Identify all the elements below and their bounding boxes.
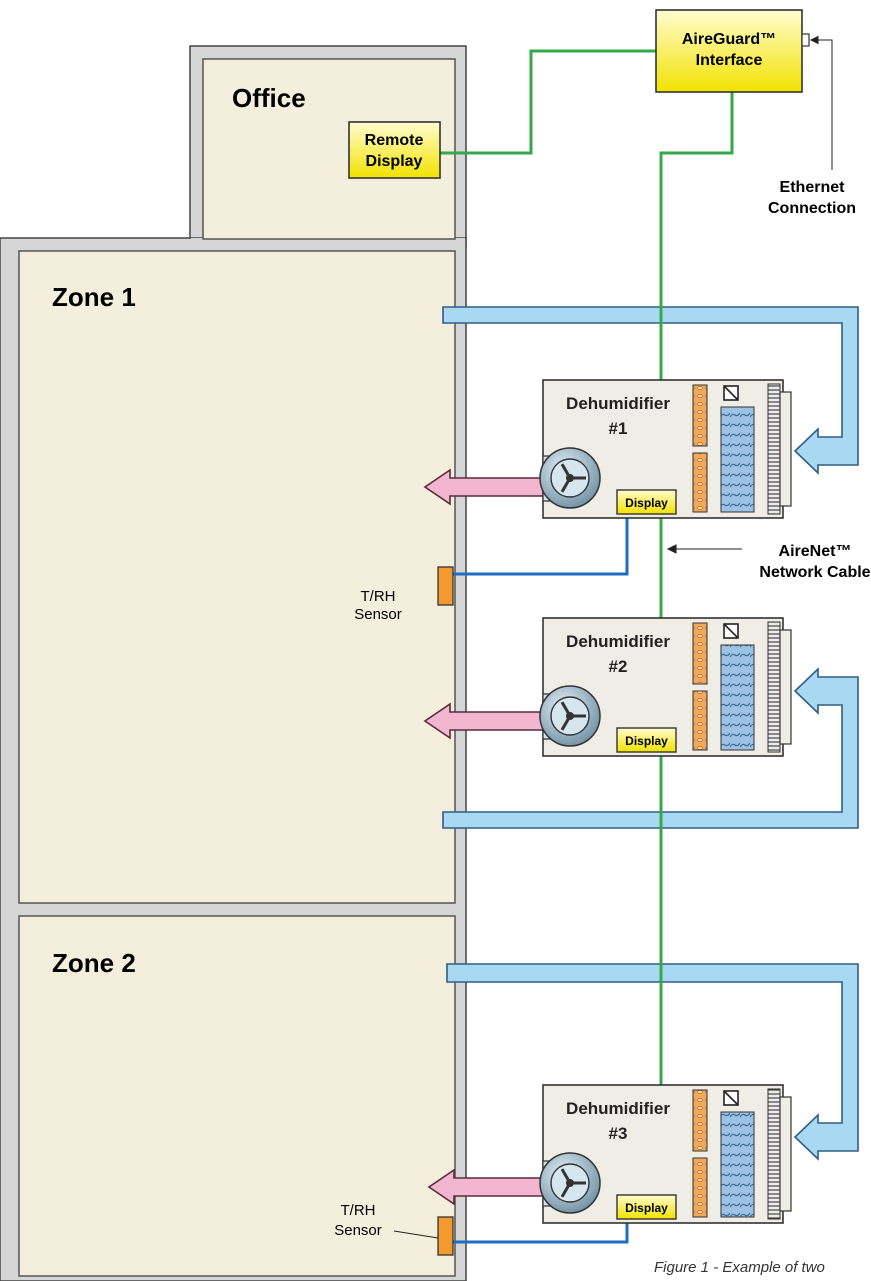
filter-icon <box>692 622 708 685</box>
return-duct-1 <box>442 306 859 475</box>
condenser-fins <box>767 1088 781 1220</box>
remote-display-line-1: Remote <box>365 132 424 149</box>
remote-display[interactable]: Remote Display <box>348 121 441 179</box>
airenet-label-line-2: Network Cable <box>759 564 870 581</box>
supply-air-arrows <box>423 468 559 1206</box>
unit-name: Dehumidifier <box>566 394 670 413</box>
sensor-1-label-line-1: T/RH <box>361 588 396 605</box>
filter-icon <box>692 384 708 447</box>
return-air-ducts <box>442 306 859 1161</box>
dehumidifier-1[interactable]: Display Dehumidifier #1 <box>539 379 792 519</box>
return-duct-2 <box>442 667 859 829</box>
ethernet-leader <box>809 35 833 170</box>
dehumidifier-units: DisplayDehumidifier#1DisplayDehumidifier… <box>539 379 792 1224</box>
filter-icon <box>692 1089 708 1152</box>
sensor-2-leader <box>393 1230 439 1239</box>
office-label: Office <box>232 83 306 113</box>
unit-number: #3 <box>609 1124 628 1143</box>
coil-icon <box>720 1111 755 1218</box>
building <box>0 45 467 1281</box>
sensor-1-label-line-2: Sensor <box>354 606 402 623</box>
supply-arrow-1 <box>423 468 559 506</box>
zone-2-room <box>18 915 456 1277</box>
sensor-2-label-line-2: Sensor <box>334 1222 382 1239</box>
filter-icon <box>692 1157 708 1218</box>
coil-icon <box>720 644 755 751</box>
ethernet-label-line-1: Ethernet <box>780 179 846 196</box>
return-collar <box>779 629 792 745</box>
airenet-label-line-1: AireNet™ <box>779 543 852 560</box>
airenet-leader <box>666 544 742 554</box>
filter-icon <box>692 690 708 751</box>
trh-sensor-zone-1 <box>437 566 454 606</box>
unit-display-label: Display <box>625 734 668 748</box>
unit-number: #2 <box>609 657 628 676</box>
unit-display[interactable] <box>616 489 677 515</box>
unit-display-label: Display <box>625 1201 668 1215</box>
return-collar <box>779 391 792 507</box>
supply-arrow-2 <box>423 702 559 740</box>
ethernet-port-icon <box>801 33 810 47</box>
aireguard-interface[interactable]: AireGuard™ Interface <box>655 9 810 93</box>
coil-icon <box>720 406 755 513</box>
condenser-fins <box>767 621 781 753</box>
unit-number: #1 <box>609 419 628 438</box>
zone-1-label: Zone 1 <box>52 282 136 312</box>
sensor-2-label-line-1: T/RH <box>341 1202 376 1219</box>
trh-sensor-zone-2 <box>437 1216 454 1256</box>
filter-icon <box>692 452 708 513</box>
remote-display-line-2: Display <box>366 153 423 170</box>
unit-name: Dehumidifier <box>566 1099 670 1118</box>
network-cables <box>440 49 734 1085</box>
zone-2-label: Zone 2 <box>52 948 136 978</box>
supply-arrow-3 <box>427 1168 559 1206</box>
interface-line-2: Interface <box>696 52 763 69</box>
return-duct-3 <box>446 963 859 1161</box>
unit-display-label: Display <box>625 496 668 510</box>
unit-display[interactable] <box>616 727 677 753</box>
condenser-fins <box>767 383 781 515</box>
dehumidifier-2[interactable]: Display Dehumidifier #2 <box>539 617 792 757</box>
dehumidifier-3[interactable]: Display Dehumidifier #3 <box>539 1084 792 1224</box>
zone-1-room <box>18 250 456 904</box>
interface-line-1: AireGuard™ <box>682 31 776 48</box>
ethernet-label-line-2: Connection <box>768 200 856 217</box>
unit-name: Dehumidifier <box>566 632 670 651</box>
unit-display[interactable] <box>616 1194 677 1220</box>
figure-caption: Figure 1 - Example of two <box>654 1259 825 1276</box>
return-collar <box>779 1096 792 1212</box>
